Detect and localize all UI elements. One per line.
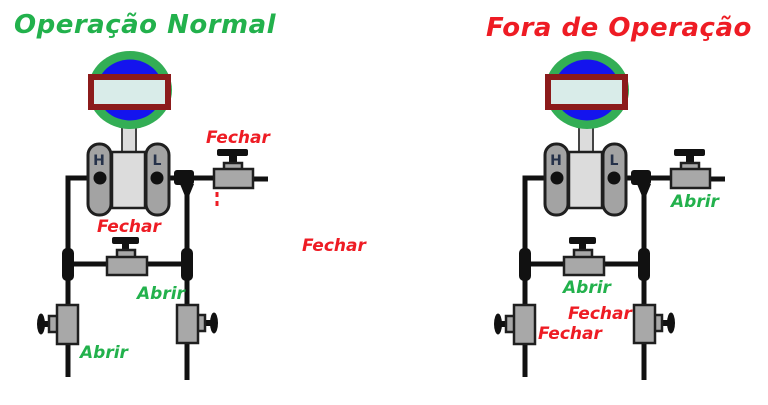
- label-high-block-valve-right: Fechar: [538, 324, 602, 344]
- label-equalizing-valve-left: Fechar: [97, 217, 161, 237]
- label-low-block-valve-right: Fechar: [568, 304, 632, 324]
- label-equalizing-valve-right: Abrir: [563, 278, 611, 298]
- label-middle-fechar: Fechar: [302, 236, 366, 256]
- diagram-normal-operation: [37, 51, 268, 380]
- label-vent-valve-left: Fechar: [206, 128, 270, 148]
- title-out-of-operation: Fora de Operação: [486, 13, 752, 43]
- label-vent-valve-right: Abrir: [671, 192, 719, 212]
- label-low-block-valve-left: Abrir: [137, 284, 185, 304]
- diagram-out-of-operation: [494, 51, 725, 380]
- title-normal-operation: Operação Normal: [14, 10, 277, 40]
- label-high-block-valve-left: Abrir: [80, 343, 128, 363]
